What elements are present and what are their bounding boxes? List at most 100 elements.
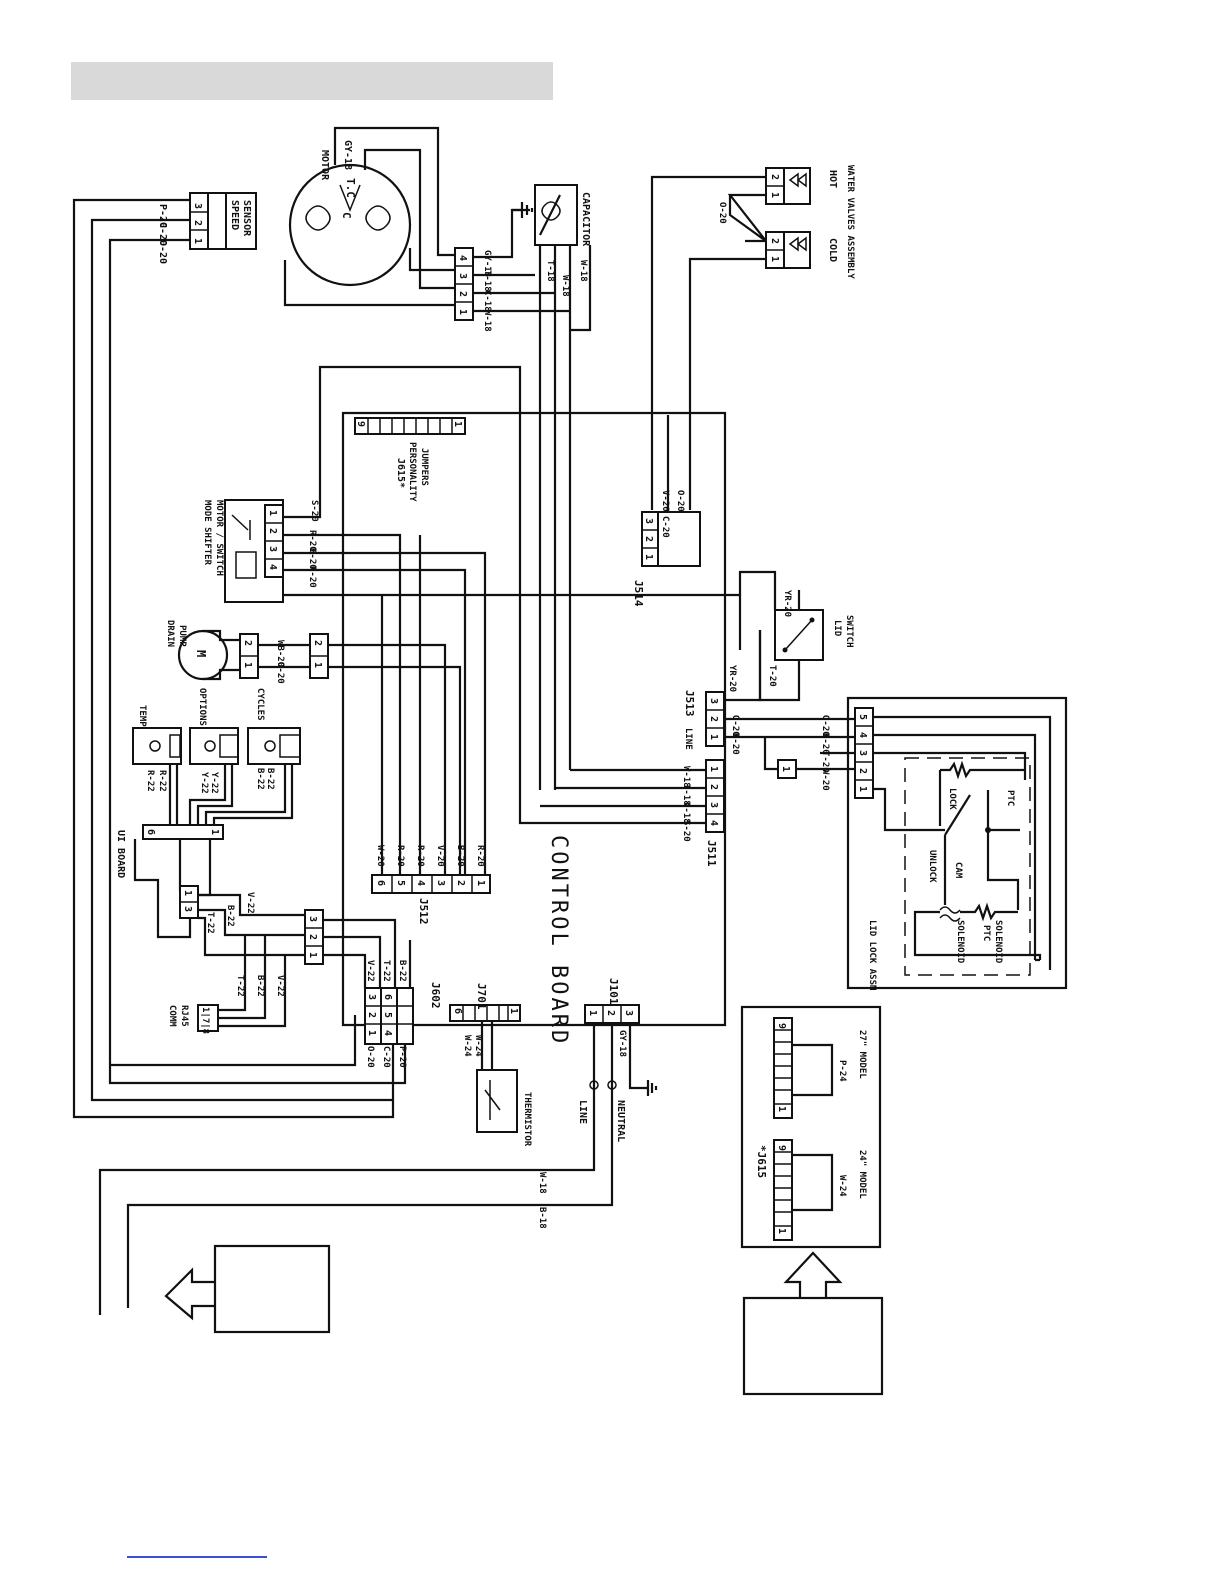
- wire-label: B-20: [730, 733, 740, 755]
- pin-label: 1: [780, 766, 791, 772]
- comm-label: COMM: [167, 1005, 177, 1027]
- options-switch: [189, 727, 239, 765]
- rj45-pins: 1|7|8: [200, 1007, 210, 1034]
- wire-label: C-20: [660, 516, 670, 538]
- pin-label: 1: [457, 309, 468, 315]
- wire-label: R-20: [475, 845, 485, 867]
- wire-label: O-20: [730, 715, 740, 737]
- pin-label: 1: [769, 192, 780, 198]
- capacitor-label: CAPACITOR: [580, 192, 591, 247]
- j602-connector: [363, 940, 414, 1045]
- ground-symbol: [512, 202, 534, 218]
- speed-sensor-label: SENSOR: [241, 200, 252, 237]
- j615-inset-label: *J615: [755, 1145, 768, 1178]
- temp-switch: [132, 727, 182, 765]
- comm-label: RJ45: [179, 1005, 189, 1027]
- wire-label: R-22: [145, 770, 155, 792]
- ptc-solenoid-label: PTC: [981, 925, 991, 941]
- pin-label: 1: [192, 238, 203, 244]
- wire-label: GY-18: [342, 140, 353, 170]
- wire-label: S-20: [681, 820, 691, 842]
- pin-label: 4: [457, 255, 468, 261]
- mode-shifter-label: MOTOR / SWITCH: [214, 500, 224, 576]
- wire-label: O-20: [365, 1046, 375, 1068]
- neutral-label: NEUTRAL: [615, 1100, 626, 1142]
- j101-label: J101: [607, 978, 620, 1005]
- motor-label: MOTOR: [319, 150, 330, 181]
- unlock-label: UNLOCK: [927, 850, 937, 883]
- pin-label: 1: [312, 662, 323, 668]
- pin-label: 5: [382, 1012, 393, 1018]
- wire-label: B-22: [225, 905, 235, 927]
- pin-label: 2: [769, 238, 780, 244]
- j615-label: JUMPERS: [419, 448, 429, 486]
- pin-label: 2: [312, 640, 323, 646]
- pin-label: 5: [395, 880, 406, 886]
- pin-label: 2: [769, 174, 780, 180]
- pin-label: 3: [708, 802, 719, 808]
- j512-label: J512: [417, 898, 430, 925]
- wire-label: B-20: [455, 845, 465, 867]
- pin-label: 6: [382, 994, 393, 1000]
- comm-rj45: [197, 935, 287, 1032]
- wire-label: B-20: [307, 548, 317, 570]
- pin-label: 1: [242, 662, 253, 668]
- lid-lock-jumper: [763, 737, 855, 779]
- title-bar: [71, 62, 553, 100]
- wire-label: V-22: [365, 960, 375, 982]
- wire-label: W-24: [837, 1175, 847, 1197]
- wire-label: W-18: [578, 260, 588, 282]
- wire-label: V-22: [275, 975, 285, 997]
- wire-label: V-20: [435, 845, 445, 867]
- footer-link-underline[interactable]: [127, 1556, 267, 1558]
- wire-label: T-22: [235, 975, 245, 997]
- j615-callout: [742, 1251, 884, 1396]
- wire-label: C-18: [681, 802, 691, 824]
- wire-label: YR-20: [727, 665, 737, 692]
- motor-connector: [454, 208, 570, 321]
- pin-label: 3: [643, 518, 654, 524]
- j514-label: J514: [632, 580, 645, 607]
- lid-switch: [738, 570, 824, 702]
- power-callout: [164, 1244, 331, 1334]
- pin-label: 3: [192, 203, 203, 209]
- wire-label: B-22: [397, 960, 407, 982]
- model-27-label: 27" MODEL: [857, 1030, 867, 1079]
- pin-label: 3: [307, 916, 318, 922]
- control-board-label: CONTROL BOARD: [546, 835, 571, 1046]
- speed-sensor-connector: [189, 192, 257, 250]
- pin-label: 4: [267, 564, 278, 570]
- j511-label: J511: [705, 840, 718, 867]
- ui-interconnect: [285, 909, 397, 965]
- wire-label: B-22: [265, 768, 275, 790]
- wire-label: T-22: [381, 960, 391, 982]
- j615-label: J615*: [395, 458, 406, 488]
- wire-label: T-20: [767, 665, 777, 687]
- pin-label: 1: [776, 1106, 787, 1112]
- wire-label: T-18: [545, 260, 555, 282]
- speed-sensor-label: SPEED: [229, 200, 240, 230]
- pin-label: 3: [857, 750, 868, 756]
- pin-label: 1: [776, 1228, 787, 1234]
- wire-label: C-20: [381, 1046, 391, 1068]
- pin-label: 6: [375, 880, 386, 886]
- j602-label: J602: [429, 982, 442, 1009]
- wire-label: GY-18: [482, 250, 492, 277]
- wire-label: R-22: [157, 770, 167, 792]
- pin-label: 1: [209, 829, 220, 835]
- wire-label: C-18: [482, 290, 492, 312]
- pin-label: 1: [708, 766, 719, 772]
- pin-label: 4: [415, 880, 426, 886]
- wire-label: R-20: [415, 845, 425, 867]
- cycles-label: CYCLES: [255, 688, 265, 721]
- pump-motor-symbol: M: [194, 650, 208, 657]
- pin-label: 2: [708, 716, 719, 722]
- speed-wire-label: P-20: [157, 204, 168, 228]
- cycles-switch: [247, 727, 301, 765]
- drain-pump-label: DRAIN: [165, 620, 175, 647]
- pin-label: 4: [382, 1030, 393, 1036]
- wire-label: W-18: [560, 275, 570, 297]
- pin-label: 6: [452, 1008, 463, 1014]
- wire-label: Y-22: [209, 772, 219, 794]
